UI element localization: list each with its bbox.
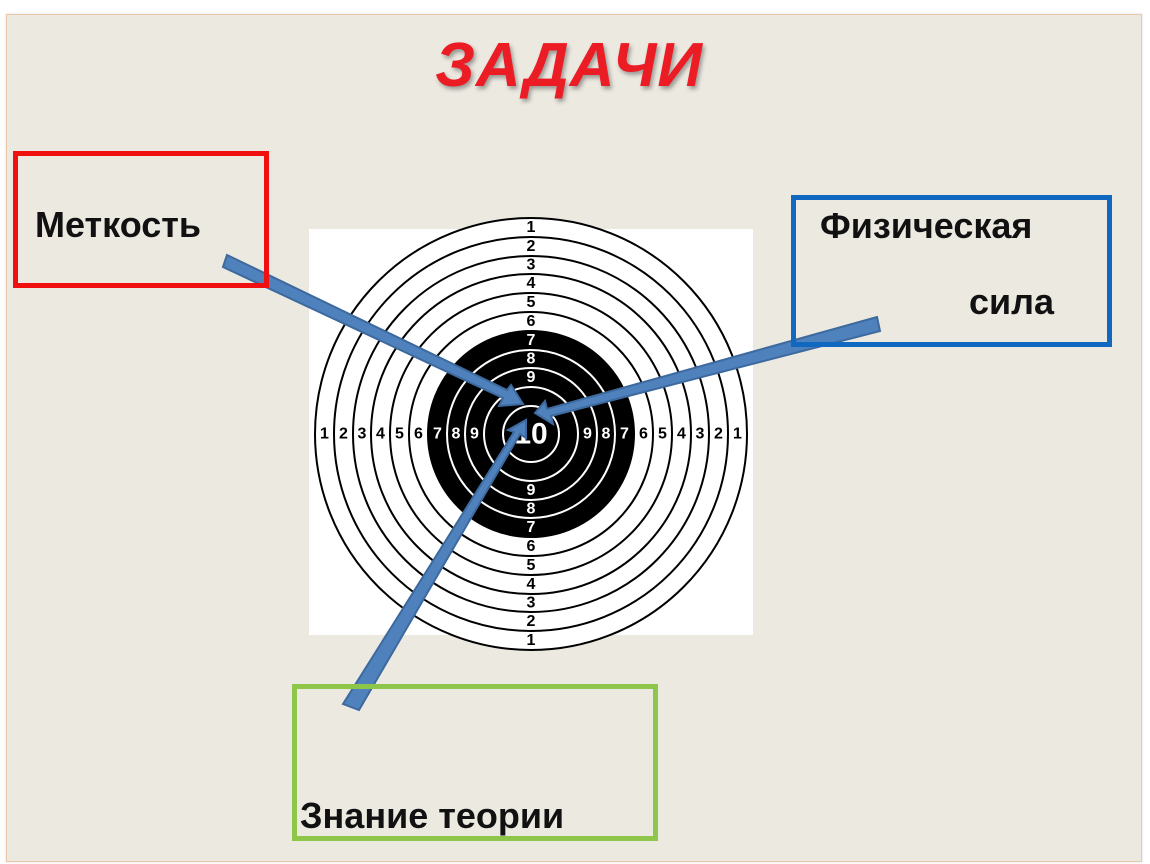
theory-label: Знание теории	[300, 795, 565, 836]
ring-number: 5	[395, 426, 404, 443]
ring-number: 9	[470, 426, 479, 443]
ring-number: 8	[527, 351, 536, 368]
ring-number: 1	[527, 632, 536, 649]
arrow-theory	[341, 418, 527, 712]
ring-number: 1	[527, 219, 536, 236]
ring-number: 1	[733, 426, 742, 443]
ring-number: 5	[658, 426, 667, 443]
ring-number: 4	[527, 275, 536, 292]
ring-number: 7	[527, 332, 536, 349]
theory-knowledge-box	[292, 684, 658, 841]
physical-strength-box	[791, 195, 1112, 347]
ring-number: 3	[527, 257, 536, 274]
ring-number: 6	[527, 538, 536, 555]
ring-number: 3	[527, 595, 536, 612]
ring-number: 1	[320, 426, 329, 443]
ring-number: 8	[527, 501, 536, 518]
ring-number: 3	[696, 426, 705, 443]
ring-number: 6	[639, 426, 648, 443]
ring-number: 2	[339, 426, 348, 443]
ring-number: 6	[414, 426, 423, 443]
physical-label-line1: Физическая	[820, 205, 1033, 246]
ring-number: 7	[620, 426, 629, 443]
accuracy-box	[13, 151, 269, 288]
ring-number: 8	[602, 426, 611, 443]
ring-number: 3	[358, 426, 367, 443]
ring-number: 8	[452, 426, 461, 443]
ring-number: 5	[527, 294, 536, 311]
ring-number: 2	[527, 238, 536, 255]
ring-number: 2	[714, 426, 723, 443]
arrow-accuracy	[221, 253, 525, 408]
ring-number: 9	[527, 369, 536, 386]
ring-number: 5	[527, 557, 536, 574]
ring-number: 6	[527, 313, 536, 330]
ring-number: 9	[583, 426, 592, 443]
ring-number: 7	[527, 519, 536, 536]
ring-number: 4	[527, 576, 536, 593]
ring-number: 4	[677, 426, 686, 443]
ring-number: 2	[527, 613, 536, 630]
ring-number: 4	[376, 426, 385, 443]
accuracy-label: Меткость	[35, 204, 202, 245]
ring-number: 9	[527, 482, 536, 499]
slide-title: ЗАДАЧИ	[435, 31, 703, 100]
physical-label-line2: сила	[969, 281, 1055, 322]
ring-number: 7	[433, 426, 442, 443]
